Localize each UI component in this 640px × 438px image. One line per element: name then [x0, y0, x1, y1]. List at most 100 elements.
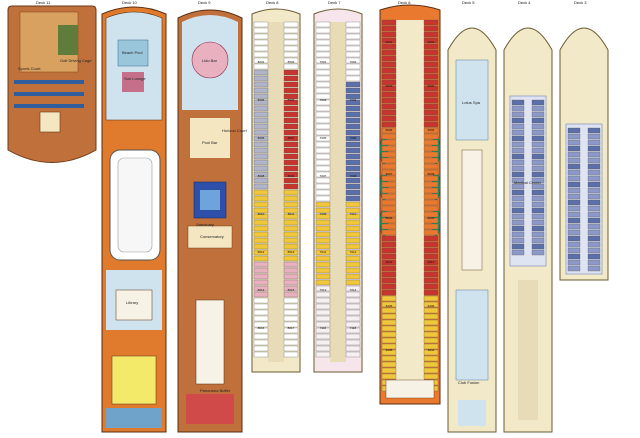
cabin-number: 8015 — [287, 288, 295, 292]
cabin — [283, 117, 299, 124]
cabin — [511, 237, 525, 244]
cabin — [587, 223, 601, 230]
cabin — [315, 315, 331, 322]
cabin-number: 6003 — [385, 84, 393, 88]
cabin — [345, 351, 361, 358]
cabin — [283, 345, 299, 352]
cabin — [253, 261, 269, 268]
cabin — [345, 45, 361, 52]
cabin — [283, 249, 299, 256]
cabin — [283, 69, 299, 76]
cabin — [283, 315, 299, 322]
cabin — [423, 253, 439, 260]
cabin — [315, 273, 331, 280]
cabin — [253, 33, 269, 40]
cabin — [423, 229, 439, 236]
cabin — [283, 231, 299, 238]
cabin — [283, 333, 299, 340]
cabin — [345, 237, 361, 244]
cabin — [283, 297, 299, 304]
cabin — [381, 337, 397, 344]
cabin — [345, 207, 361, 214]
cabin — [345, 201, 361, 208]
cabin — [587, 133, 601, 140]
cabin — [531, 135, 545, 142]
cabin — [253, 267, 269, 274]
cabin-number: 8008 — [257, 174, 265, 178]
cabin — [345, 69, 361, 76]
cabin — [315, 117, 331, 124]
label-sports-court: Sports Court — [18, 66, 41, 71]
cabin-number: 6010 — [427, 216, 435, 220]
cabin — [423, 175, 439, 182]
cabin — [345, 63, 361, 70]
cabin — [345, 249, 361, 256]
cabin — [315, 219, 331, 226]
cabin — [531, 195, 545, 202]
cabin — [253, 165, 269, 172]
cabin — [381, 55, 397, 62]
cabin — [315, 339, 331, 346]
cabin — [423, 217, 439, 224]
cabin — [567, 199, 581, 206]
cabin-number: 7012 — [349, 250, 357, 254]
cabin — [531, 123, 545, 130]
cabin-number: 8017 — [287, 326, 295, 330]
cabin — [381, 247, 397, 254]
cabin — [253, 201, 269, 208]
cabin — [253, 207, 269, 214]
cabin — [511, 189, 525, 196]
cabin — [315, 69, 331, 76]
cabin — [587, 187, 601, 194]
cabin — [345, 81, 361, 88]
cabin — [381, 121, 397, 128]
cabin — [253, 321, 269, 328]
cabin — [315, 105, 331, 112]
cabin-number: 6206 — [427, 304, 435, 308]
cabin — [315, 147, 331, 154]
cabin — [253, 81, 269, 88]
cabin — [381, 307, 397, 314]
cabin — [253, 333, 269, 340]
cabin — [511, 165, 525, 172]
cabin — [315, 255, 331, 262]
cabin — [511, 171, 525, 178]
cabin — [531, 105, 545, 112]
cabin — [423, 265, 439, 272]
cabin — [315, 333, 331, 340]
cabin — [315, 171, 331, 178]
cabin-number: 8004 — [257, 98, 265, 102]
cabin — [253, 327, 269, 334]
cabin-number: 6006 — [427, 128, 435, 132]
cabin — [315, 39, 331, 46]
cabin-number: 7008 — [349, 174, 357, 178]
label-medical-center: Medical Center — [514, 180, 541, 185]
cabin-number: 6005 — [385, 128, 393, 132]
cabin — [381, 253, 397, 260]
cabin — [253, 129, 269, 136]
cabin — [423, 187, 439, 194]
cabin-number: 8003 — [287, 60, 295, 64]
label-club-fusion: Club Fusion — [458, 380, 480, 385]
cabin — [345, 117, 361, 124]
cabin — [253, 219, 269, 226]
cabin — [283, 45, 299, 52]
cabin — [283, 195, 299, 202]
cabin — [345, 339, 361, 346]
cabin — [253, 57, 269, 64]
cabin — [381, 301, 397, 308]
cabin — [253, 249, 269, 256]
deck-title-9: Deck 9 — [198, 0, 211, 5]
cabin — [253, 75, 269, 82]
cabin — [253, 339, 269, 346]
cabin — [381, 109, 397, 116]
cabin — [253, 159, 269, 166]
cabin — [283, 177, 299, 184]
cabin — [345, 345, 361, 352]
cabin — [283, 51, 299, 58]
cabin — [315, 237, 331, 244]
cabin — [315, 297, 331, 304]
cabin — [315, 195, 331, 202]
cabin — [381, 97, 397, 104]
